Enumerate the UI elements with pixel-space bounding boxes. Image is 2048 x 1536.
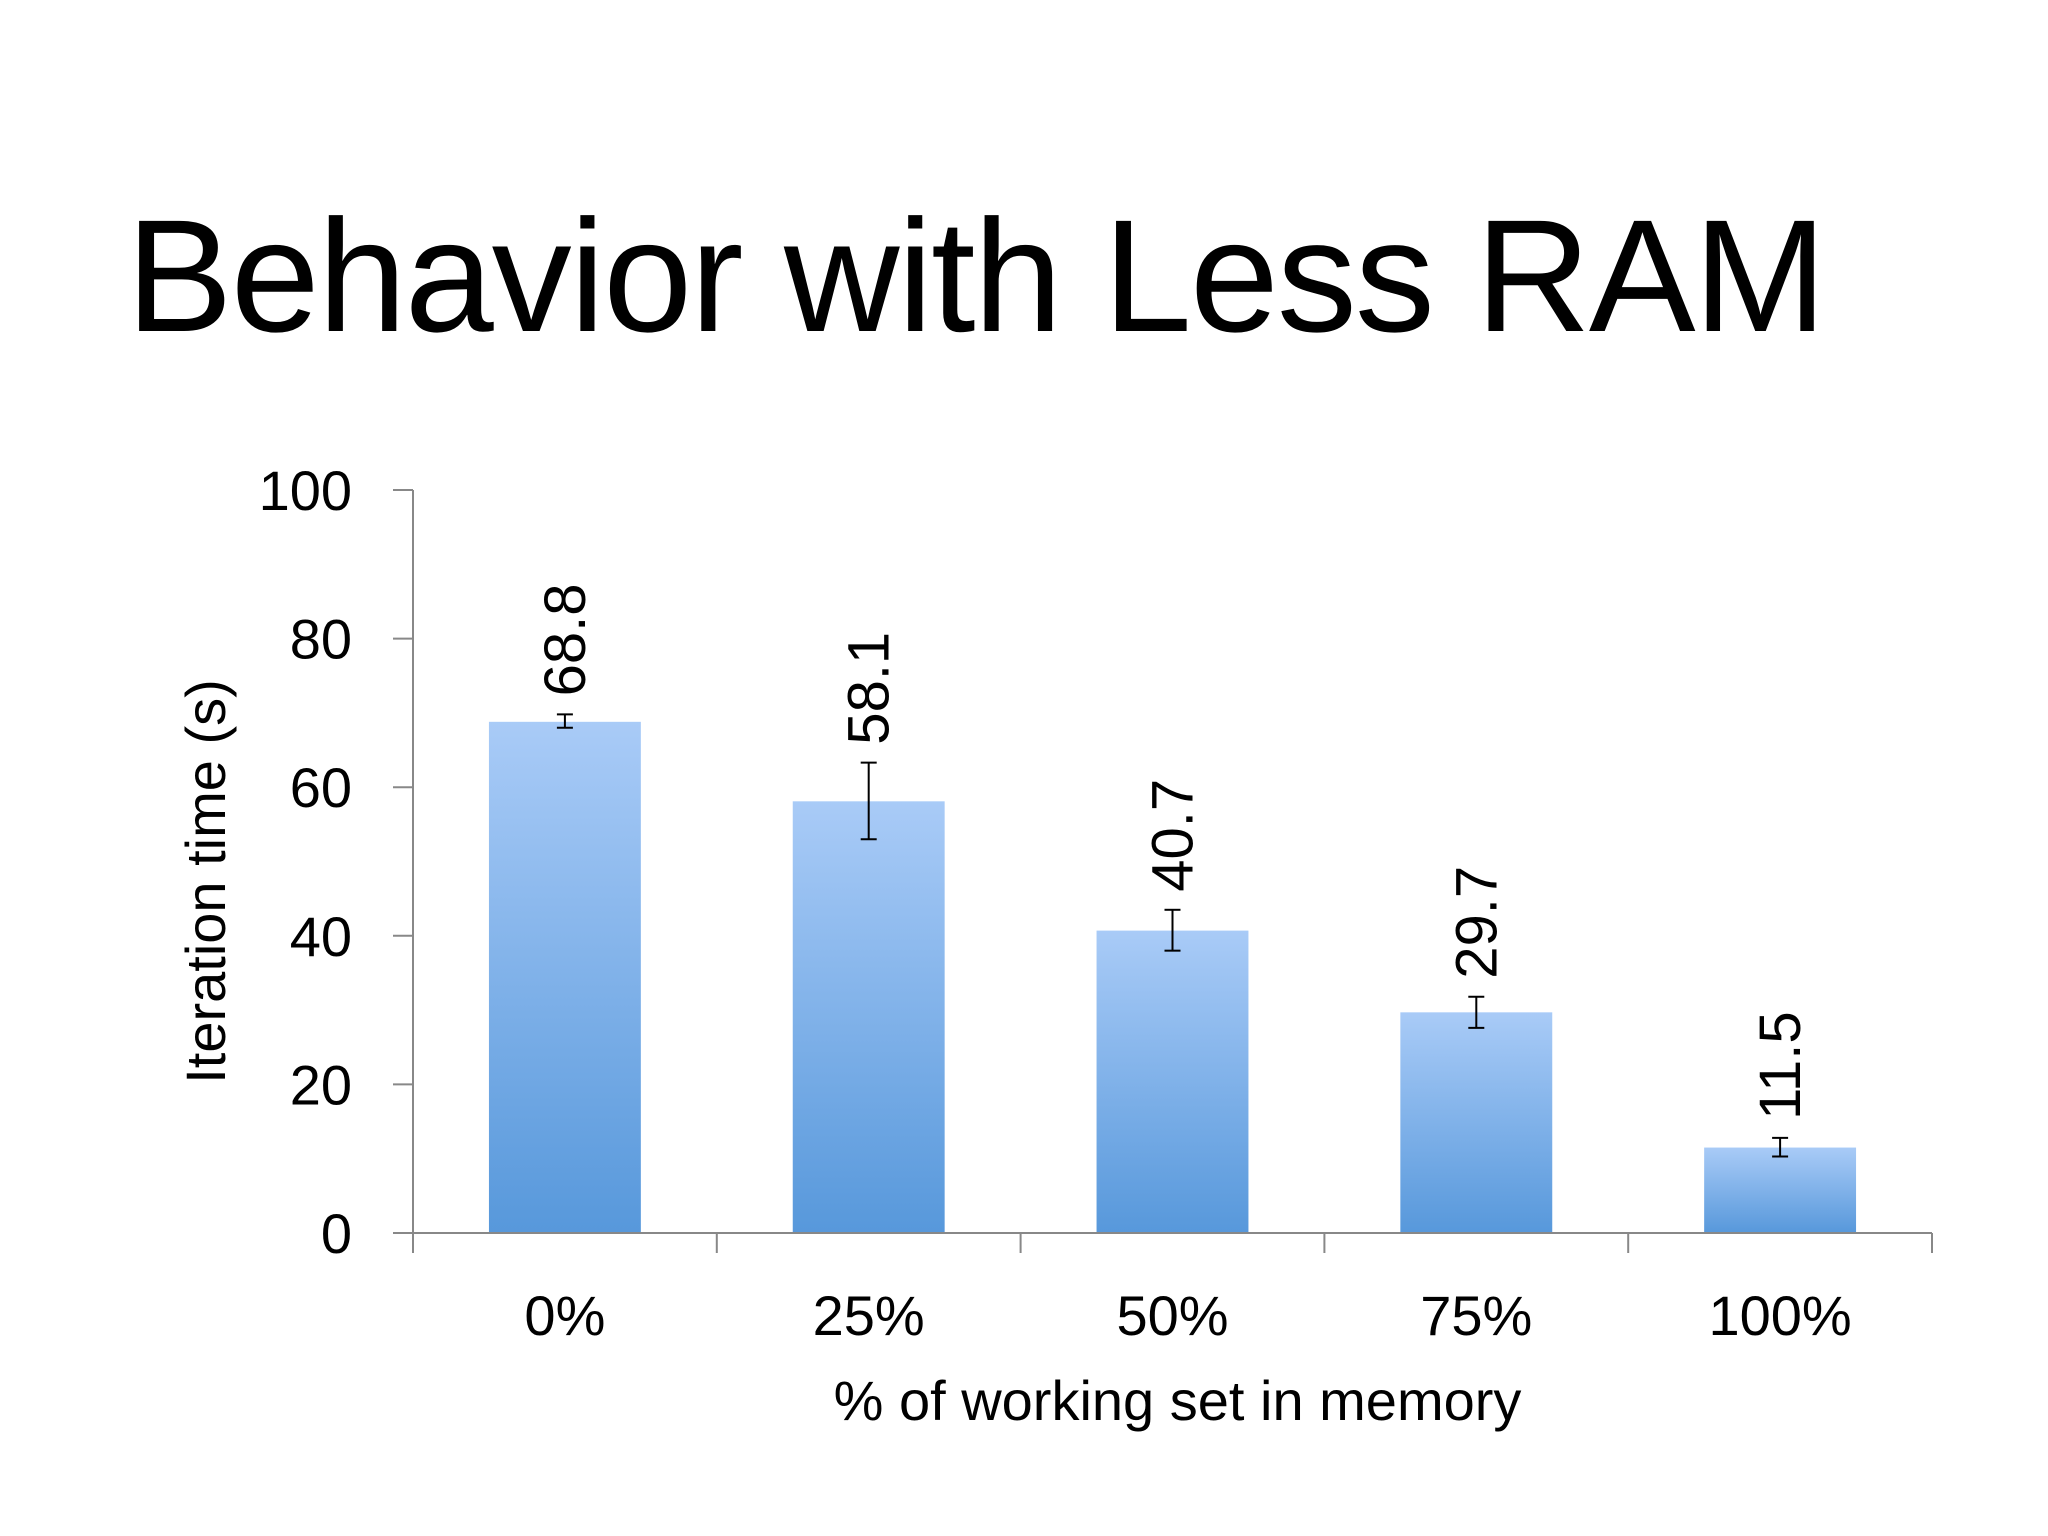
y-axis-label: Iteration time (s) — [174, 679, 237, 1084]
x-axis-label: % of working set in memory — [834, 1369, 1522, 1432]
x-tick-label-4: 100% — [1708, 1284, 1851, 1347]
bar-4 — [1704, 1147, 1857, 1233]
slide-title: Behavior with Less RAM — [126, 186, 1827, 365]
bar-1 — [792, 801, 945, 1233]
data-label-2: 40.7 — [1141, 779, 1206, 892]
axes-group — [393, 489, 1933, 1253]
data-label-0: 68.8 — [533, 583, 598, 696]
y-tick-label-100: 100 — [259, 459, 352, 522]
y-tick-label-80: 80 — [290, 608, 352, 671]
x-tick-label-3: 75% — [1420, 1284, 1532, 1347]
data-label-1: 58.1 — [837, 632, 902, 745]
y-tick-label-20: 20 — [290, 1053, 352, 1116]
bar-2 — [1096, 930, 1249, 1233]
data-label-3: 29.7 — [1444, 866, 1509, 979]
x-tick-label-2: 50% — [1116, 1284, 1228, 1347]
y-tick-label-0: 0 — [321, 1202, 352, 1265]
error-bars-group — [556, 713, 1789, 1158]
tick-labels-group: 0 20 40 60 80 100 0% 25% 50% 75% 100% — [259, 459, 1852, 1347]
bars-group — [488, 721, 1857, 1233]
y-tick-label-60: 60 — [290, 756, 352, 819]
x-tick-label-0: 0% — [524, 1284, 605, 1347]
data-label-4: 11.5 — [1748, 1011, 1813, 1120]
x-tick-label-1: 25% — [813, 1284, 925, 1347]
y-tick-label-40: 40 — [290, 905, 352, 968]
bar-3 — [1400, 1012, 1553, 1233]
bar-0 — [488, 721, 641, 1233]
data-labels-group: 68.8 58.1 40.7 29.7 11.5 — [533, 583, 1813, 1119]
